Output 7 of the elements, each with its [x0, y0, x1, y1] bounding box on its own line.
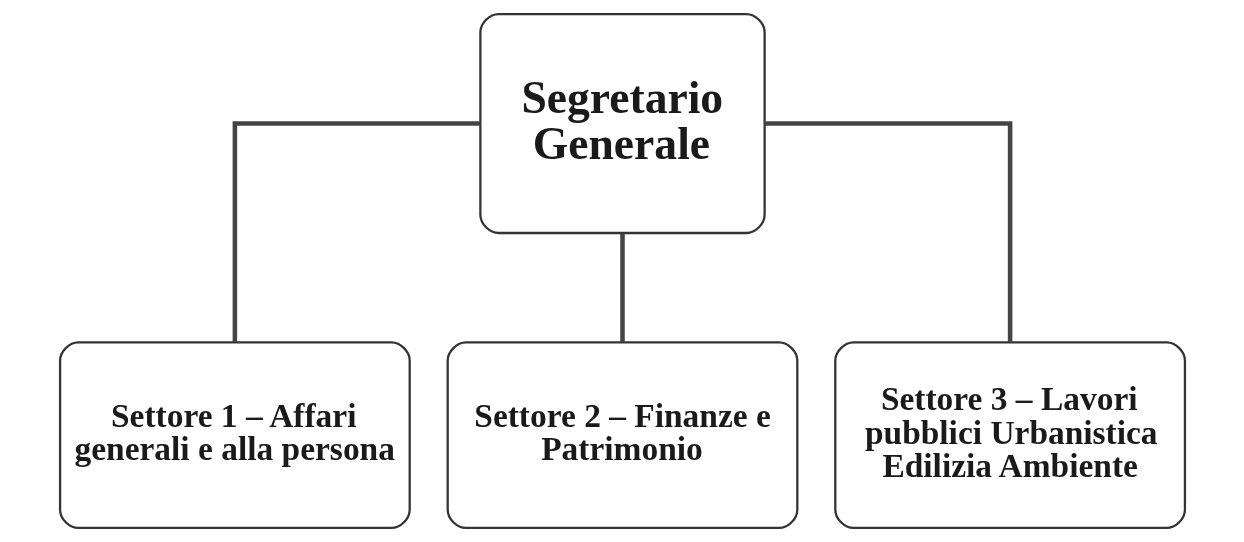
node-box: Settore 2 – Finanze e Patrimonio: [446, 341, 798, 530]
connector: [764, 121, 1012, 343]
node-box: Settore 3 – Lavori pubblici Urbanistica Edilizia Ambiente: [833, 341, 1186, 530]
connector: [619, 233, 625, 343]
node-box: Segretario Generale: [478, 12, 766, 235]
connector: [232, 121, 480, 343]
node-box: Settore 1 – Affari generali e alla persona: [58, 341, 411, 530]
